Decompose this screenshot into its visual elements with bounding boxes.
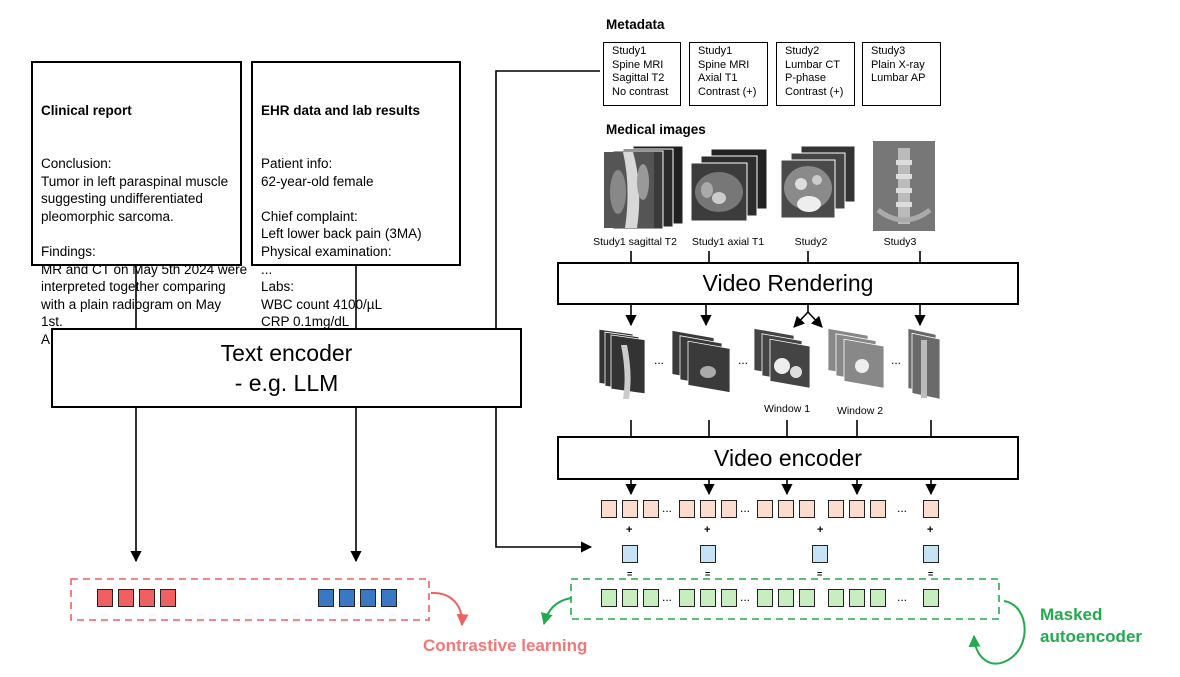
axial-mri-image-stack [690,148,768,222]
rendered-video-stack [827,327,885,389]
combined-token [799,589,815,607]
combined-token [849,589,865,607]
ct-image-stack [780,145,856,219]
ehr-embedding-token [339,589,355,607]
rendered-video-stack [598,328,646,399]
xray-image [873,141,935,231]
ehr-box: EHR data and lab results Patient info: 6… [251,61,461,347]
image-caption: Study1 sagittal T2 [593,236,677,248]
rendered-video-stack [753,327,811,389]
sagittal-mri-image-stack [604,145,684,230]
ellipsis: ... [897,501,908,515]
combined-token [870,589,886,607]
ellipsis: ... [897,590,908,604]
ehr-body: Patient info: 62-year-old female Chief c… [261,155,422,347]
report-embedding-token [160,589,176,607]
video-rendering-box: Video Rendering [557,262,1019,305]
report-embedding-token [118,589,134,607]
equals-sign: = [627,569,632,579]
image-caption: Study1 axial T1 [691,236,765,248]
video-token [601,500,617,518]
video-encoder-label: Video encoder [714,444,862,471]
report-embedding-token [97,589,113,607]
metadata-token [923,545,939,563]
ellipsis: ... [738,353,749,367]
text-encoder-box: Text encoder - e.g. LLM [51,328,522,408]
video-token [849,500,865,518]
video-token [721,500,737,518]
text-encoder-sublabel: - e.g. LLM [234,370,339,396]
combined-token [923,589,939,607]
video-token [679,500,695,518]
report-embedding-token [139,589,155,607]
ellipsis: ... [740,501,751,515]
text-encoder-label: Text encoder [220,340,353,366]
ehr-embedding-token [318,589,334,607]
metadata-card: Study2 Lumbar CT P-phase Contrast (+) [776,42,855,106]
image-caption: Study3 [883,236,917,248]
combined-token [721,589,737,607]
plus-sign: + [704,524,711,536]
equals-sign: = [705,569,710,579]
metadata-card: Study3 Plain X-ray Lumbar AP [862,42,941,106]
ehr-title: EHR data and lab results [261,103,421,119]
combined-token [679,589,695,607]
image-caption: Study2 [794,236,828,248]
video-token [622,500,638,518]
ellipsis: ... [662,590,673,604]
plus-sign: + [927,524,934,536]
equals-sign: = [928,569,933,579]
equals-sign: = [817,569,822,579]
clinical-report-body: Conclusion: Tumor in left paraspinal mus… [41,155,248,347]
window-label: Window 1 [763,403,811,415]
combined-token [643,589,659,607]
metadata-token [812,545,828,563]
ehr-embedding-token [381,589,397,607]
ellipsis: ... [891,353,902,367]
metadata-card: Study1 Spine MRI Axial T1 Contrast (+) [689,42,768,106]
metadata-card: Study1 Spine MRI Sagittal T2 No contrast [603,42,681,106]
metadata-token [622,545,638,563]
video-token [757,500,773,518]
plus-sign: + [626,524,633,536]
masked-autoencoder-label: Masked autoencoder [1040,605,1143,646]
combined-token [828,589,844,607]
combined-token [601,589,617,607]
video-token [923,500,939,518]
video-encoder-box: Video encoder [557,436,1019,480]
ellipsis: ... [662,501,673,515]
ellipsis: ... [740,590,751,604]
window-label: Window 2 [836,405,884,417]
ehr-embedding-token [360,589,376,607]
contrastive-learning-label: Contrastive learning [423,636,588,655]
medical-images-title: Medical images [606,122,706,137]
video-rendering-label: Video Rendering [702,270,874,296]
ellipsis: ... [654,353,665,367]
video-token [700,500,716,518]
metadata-title: Metadata [606,17,665,32]
combined-token [700,589,716,607]
video-token [870,500,886,518]
clinical-report-box: Clinical report Conclusion: Tumor in lef… [31,61,247,347]
metadata-token [700,545,716,563]
video-token [799,500,815,518]
video-token [778,500,794,518]
rendered-video-stack [671,329,731,394]
video-token [828,500,844,518]
combined-token [757,589,773,607]
combined-token [622,589,638,607]
clinical-report-title: Clinical report [41,103,132,119]
plus-sign: + [817,524,824,536]
rendered-video-stack [907,327,941,400]
video-token [643,500,659,518]
combined-token [778,589,794,607]
